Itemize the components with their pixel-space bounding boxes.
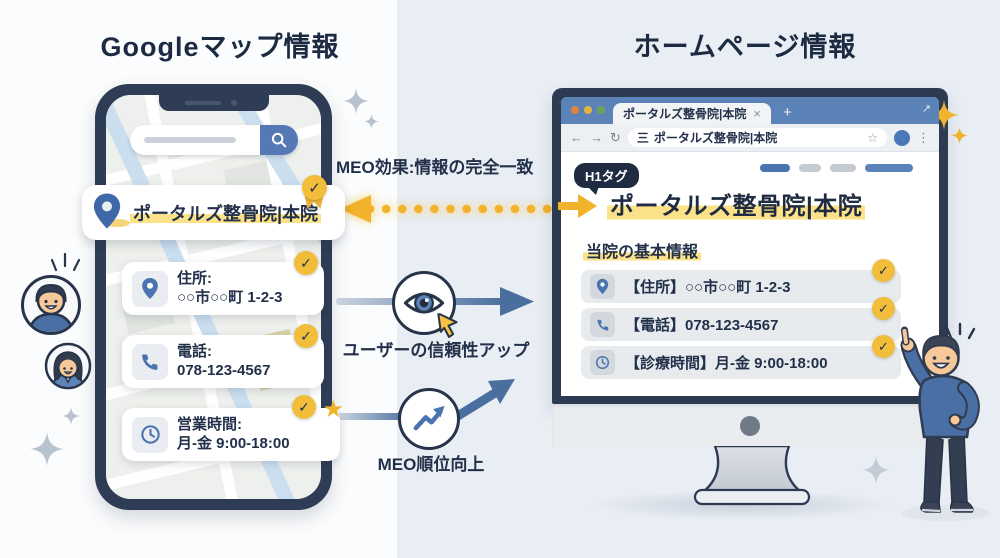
cursor-icon bbox=[437, 312, 458, 339]
search-placeholder-line bbox=[144, 137, 236, 143]
business-name: ポータルズ整骨院|本院 bbox=[130, 200, 322, 226]
sparkle-lines bbox=[50, 252, 81, 272]
profile-avatar[interactable] bbox=[894, 129, 910, 146]
pin-icon bbox=[132, 270, 168, 307]
sparkle-icon bbox=[343, 88, 369, 114]
browser-title-bar: ポータルズ整骨院|本院 × + ↗ bbox=[561, 97, 939, 124]
phone-icon bbox=[132, 343, 168, 380]
window-dot-1[interactable] bbox=[571, 106, 579, 114]
map-phone-card: 電話: 078-123-4567 ✓ bbox=[122, 324, 324, 388]
map-address-card: 住所: ○○市○○町 1-2-3 ✓ bbox=[122, 251, 324, 315]
map-search-input[interactable] bbox=[130, 125, 298, 155]
search-button[interactable] bbox=[260, 125, 298, 155]
page-section-title: 当院の基本情報 bbox=[583, 238, 702, 262]
h1-tag-badge: H1タグ bbox=[574, 163, 639, 195]
right-section-title: ホームページ情報 bbox=[633, 32, 857, 62]
search-icon bbox=[271, 132, 287, 148]
check-icon: ✓ bbox=[872, 259, 895, 282]
bookmark-star-icon[interactable]: ☆ bbox=[867, 130, 878, 145]
check-icon: ✓ bbox=[294, 324, 318, 348]
yellow-arrow-icon bbox=[558, 194, 597, 218]
monitor-chin bbox=[552, 404, 948, 448]
tab-title: ポータルズ整骨院|本院 bbox=[623, 107, 747, 121]
user-avatar-woman bbox=[44, 342, 92, 390]
speaker-icon bbox=[184, 101, 221, 105]
browser-tab[interactable]: ポータルズ整骨院|本院 × bbox=[613, 103, 771, 124]
check-icon: ✓ bbox=[872, 335, 895, 358]
clock-icon bbox=[590, 350, 615, 375]
monitor-stand bbox=[693, 446, 811, 506]
new-tab-button[interactable]: + bbox=[782, 104, 792, 121]
user-avatar-man bbox=[21, 275, 81, 335]
meo-match-label: MEO効果:情報の完全一致 bbox=[336, 158, 534, 177]
web-hours-row: 【診療時間】月-金 9:00-18:00 ✓ bbox=[581, 335, 901, 379]
forward-icon[interactable]: → bbox=[590, 130, 603, 145]
phone-notch bbox=[158, 95, 269, 111]
left-section-title: Googleマップ情報 bbox=[100, 32, 340, 62]
pin-shadow bbox=[104, 218, 130, 227]
nav-links bbox=[760, 164, 913, 172]
eye-badge bbox=[392, 271, 458, 339]
window-control-dots[interactable] bbox=[571, 106, 605, 114]
check-icon: ✓ bbox=[294, 251, 318, 275]
trust-label: ユーザーの信頼性アップ bbox=[342, 341, 530, 360]
map-pin-icon bbox=[93, 193, 121, 228]
sparkle-icon bbox=[30, 432, 64, 466]
nav-pill-3[interactable] bbox=[830, 164, 856, 172]
expand-icon[interactable]: ↗ bbox=[921, 103, 931, 115]
sparkle-lines bbox=[945, 322, 976, 340]
phone-icon bbox=[590, 312, 615, 337]
monitor-logo-dot bbox=[740, 416, 760, 436]
sparkle-icon bbox=[862, 456, 890, 484]
clock-icon bbox=[132, 416, 168, 453]
trend-up-icon bbox=[413, 405, 445, 431]
menu-icon[interactable]: ⋮ bbox=[917, 130, 930, 145]
rank-label: MEO順位向上 bbox=[377, 455, 485, 474]
hours-text: 営業時間: 月-金 9:00-18:00 bbox=[177, 415, 290, 452]
phone-text: 電話: 078-123-4567 bbox=[177, 342, 271, 379]
pin-icon bbox=[590, 274, 615, 299]
url-bar[interactable]: 三 ポータルズ整骨院|本院 ☆ bbox=[627, 128, 887, 147]
back-icon[interactable]: ← bbox=[570, 130, 583, 145]
reload-icon[interactable]: ↻ bbox=[610, 130, 621, 145]
sparkle-icon bbox=[364, 114, 379, 129]
sparkle-icon bbox=[929, 100, 959, 130]
nav-pill-4[interactable] bbox=[865, 164, 913, 172]
page-h1: ポータルズ整骨院|本院 bbox=[607, 186, 866, 221]
site-list-icon: 三 bbox=[636, 131, 649, 145]
eye-icon bbox=[403, 292, 445, 314]
check-icon: ✓ bbox=[872, 297, 895, 320]
sparkle-icon bbox=[62, 407, 80, 425]
browser-window: ポータルズ整骨院|本院 × + ↗ ← → ↻ 三 ポータルズ整骨院|本院 ☆ … bbox=[558, 97, 939, 396]
window-dot-3[interactable] bbox=[597, 106, 605, 114]
webpage-content: H1タグ ポータルズ整骨院|本院 当院の基本情報 【住所】○○市○○町 1-2-… bbox=[558, 152, 939, 396]
tab-close-icon[interactable]: × bbox=[753, 106, 761, 121]
sparkle-icon bbox=[951, 127, 968, 144]
url-text: ポータルズ整骨院|本院 bbox=[653, 131, 778, 145]
web-hours-text: 【診療時間】月-金 9:00-18:00 bbox=[625, 355, 828, 372]
star-icon: ★ bbox=[322, 396, 344, 423]
web-phone-row: 【電話】078-123-4567 ✓ bbox=[581, 297, 901, 341]
map-pin-wrap bbox=[92, 192, 130, 234]
nav-pill-2[interactable] bbox=[799, 164, 821, 172]
browser-toolbar: ← → ↻ 三 ポータルズ整骨院|本院 ☆ ⋮ bbox=[561, 124, 939, 152]
check-icon: ✓ bbox=[302, 175, 327, 200]
trend-badge bbox=[398, 388, 460, 450]
map-hours-card: 営業時間: 月-金 9:00-18:00 ✓ ★ bbox=[122, 395, 344, 461]
check-icon: ✓ bbox=[292, 395, 316, 419]
web-phone-text: 【電話】078-123-4567 bbox=[625, 317, 779, 334]
map-business-card: ポータルズ整骨院|本院 ✓ bbox=[82, 175, 345, 240]
nav-pill-1[interactable] bbox=[760, 164, 790, 172]
web-address-text: 【住所】○○市○○町 1-2-3 bbox=[625, 279, 791, 296]
person-illustration bbox=[900, 322, 989, 521]
window-dot-2[interactable] bbox=[584, 106, 592, 114]
address-text: 住所: ○○市○○町 1-2-3 bbox=[177, 269, 283, 306]
web-address-row: 【住所】○○市○○町 1-2-3 ✓ bbox=[581, 259, 901, 303]
camera-icon bbox=[230, 100, 237, 106]
